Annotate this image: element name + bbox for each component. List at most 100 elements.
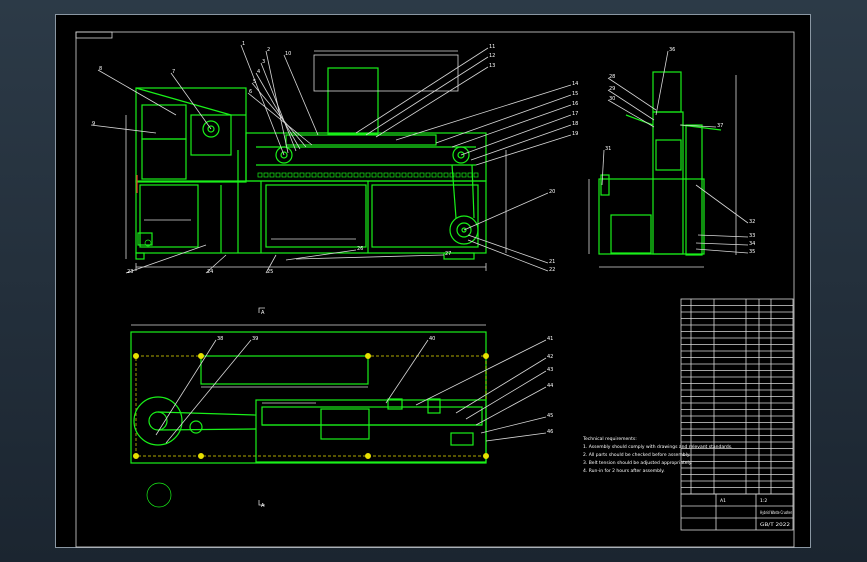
leader-line <box>125 244 207 274</box>
part-balloon: 31 <box>605 146 611 152</box>
leader-line <box>295 254 445 260</box>
leader-line <box>679 124 717 128</box>
leader-line <box>170 72 212 130</box>
leader-line <box>365 56 489 136</box>
part-balloon: 45 <box>547 413 553 419</box>
leader-line <box>601 149 605 186</box>
part-balloon: 42 <box>547 354 553 360</box>
part-balloon: 2 <box>267 47 270 53</box>
leader-line <box>470 124 572 161</box>
part-balloon: 36 <box>669 47 675 53</box>
chain-link <box>431 172 437 178</box>
bill-of-materials <box>680 298 794 495</box>
chain-link <box>413 172 419 178</box>
part-balloon: 41 <box>547 336 553 342</box>
leader-line <box>460 114 572 156</box>
leader-line <box>90 124 157 134</box>
part-balloon: 35 <box>749 249 755 255</box>
part-balloon: 6 <box>249 89 252 95</box>
bolt-hole <box>198 353 204 359</box>
leader-line <box>240 44 285 156</box>
bolt-holes <box>133 353 489 459</box>
chain-link <box>347 172 353 178</box>
title-block: 1:2 Hybrid Waste Crusher GB/T 2022 A1 <box>680 493 794 531</box>
leader-line <box>695 242 749 246</box>
part-balloon: 33 <box>749 233 755 239</box>
leader-line <box>455 357 547 414</box>
chain-link <box>281 172 287 178</box>
chain-link <box>263 172 269 178</box>
technical-notes: Technical requirements: 1. Assembly shou… <box>582 436 733 474</box>
leader-line <box>97 69 177 116</box>
leader-line <box>375 66 489 138</box>
chain-link <box>371 172 377 178</box>
leader-line <box>255 72 301 150</box>
part-balloon: 39 <box>252 336 258 342</box>
bolt-hole <box>133 453 139 459</box>
note-line: 4. Run-in for 2 hours after assembly. <box>583 468 665 474</box>
part-balloon: 4 <box>257 69 260 75</box>
leader-line <box>655 50 669 116</box>
leader-line <box>697 234 749 238</box>
chain-link <box>335 172 341 178</box>
leader-line <box>607 99 655 128</box>
leader-line <box>475 386 547 426</box>
chain-link <box>257 172 263 178</box>
leader-line <box>465 370 547 420</box>
sheet-border <box>75 31 795 548</box>
leader-line <box>607 89 655 121</box>
part-balloon: 34 <box>749 241 755 247</box>
bom-rows <box>681 305 793 488</box>
leader-line <box>695 248 749 254</box>
chain-link <box>377 172 383 178</box>
leader-line <box>415 339 547 406</box>
chain-link <box>317 172 323 178</box>
sheet-size: A1 <box>720 498 726 504</box>
leader-line <box>251 82 307 148</box>
chain-link <box>449 172 455 178</box>
leader-line <box>475 134 572 166</box>
part-balloon: 18 <box>572 121 578 127</box>
part-balloon: 44 <box>547 383 553 389</box>
chain-link <box>383 172 389 178</box>
part-balloon: 23 <box>127 269 133 275</box>
part-balloon: 1 <box>242 41 245 47</box>
bolt-hole <box>198 453 204 459</box>
part-balloon: 7 <box>172 69 175 75</box>
part-balloon: 27 <box>445 251 451 257</box>
part-balloon: 21 <box>549 259 555 265</box>
leader-line <box>467 234 549 264</box>
chain-link <box>329 172 335 178</box>
chain-link <box>395 172 401 178</box>
leader-line <box>285 249 357 261</box>
chain-link <box>275 172 281 178</box>
scale-label: 1:2 <box>760 498 767 504</box>
leader-line <box>247 92 313 146</box>
chain-link <box>425 172 431 178</box>
note-line: Technical requirements: <box>582 436 637 442</box>
part-balloon: 30 <box>609 96 615 102</box>
chain-link <box>353 172 359 178</box>
part-balloon: 22 <box>549 267 555 273</box>
chain-link <box>455 172 461 178</box>
chain-conveyor <box>257 172 479 178</box>
part-balloon: 13 <box>489 63 495 69</box>
bolt-hole <box>483 353 489 359</box>
chain-link <box>341 172 347 178</box>
standard-code: GB/T 2022 <box>760 522 790 528</box>
chain-link <box>287 172 293 178</box>
drawing-name: Hybrid Waste Crusher <box>760 510 792 516</box>
leader-line <box>485 432 547 442</box>
chain-link <box>359 172 365 178</box>
chain-link <box>305 172 311 178</box>
leader-line <box>395 84 572 141</box>
part-balloon: 19 <box>572 131 578 137</box>
part-balloon: 9 <box>92 121 95 127</box>
chain-link <box>323 172 329 178</box>
bolt-hole <box>365 353 371 359</box>
part-balloon: 38 <box>217 336 223 342</box>
